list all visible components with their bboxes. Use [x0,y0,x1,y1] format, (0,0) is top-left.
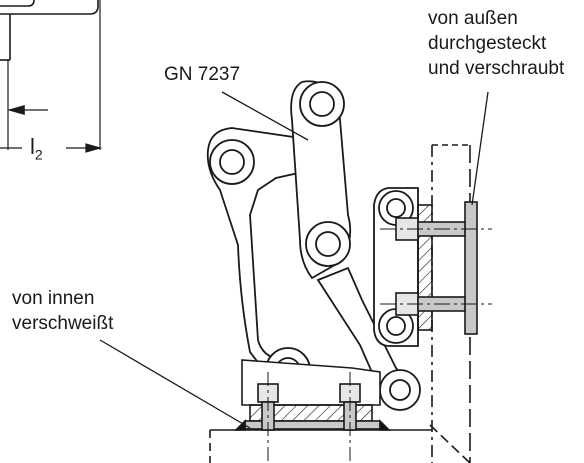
dimension-symbol: l [30,134,35,159]
dimension-line-l2 [0,143,103,153]
base-table [209,429,432,463]
outside-note-line-1: von außen [428,8,518,29]
leader-lines [99,91,489,429]
dimension-subscript: 2 [34,146,43,163]
dimension-label-l2: l2 [30,134,43,162]
weld-seam-right [379,419,391,431]
inside-note: von innen verschweißt [12,286,113,336]
outside-note-line-2: durchgesteckt [428,33,547,54]
outside-note: von außen durchgesteckt und verschraubt [428,6,564,81]
outside-note-line-3: und verschraubt [428,58,565,79]
detail-view-corner [0,0,101,150]
wall-bolts [380,217,492,316]
base-bolts [257,372,361,463]
inside-note-line-1: von innen [12,288,95,309]
inside-note-line-2: verschweißt [12,313,114,334]
product-label: GN 7237 [164,64,241,85]
